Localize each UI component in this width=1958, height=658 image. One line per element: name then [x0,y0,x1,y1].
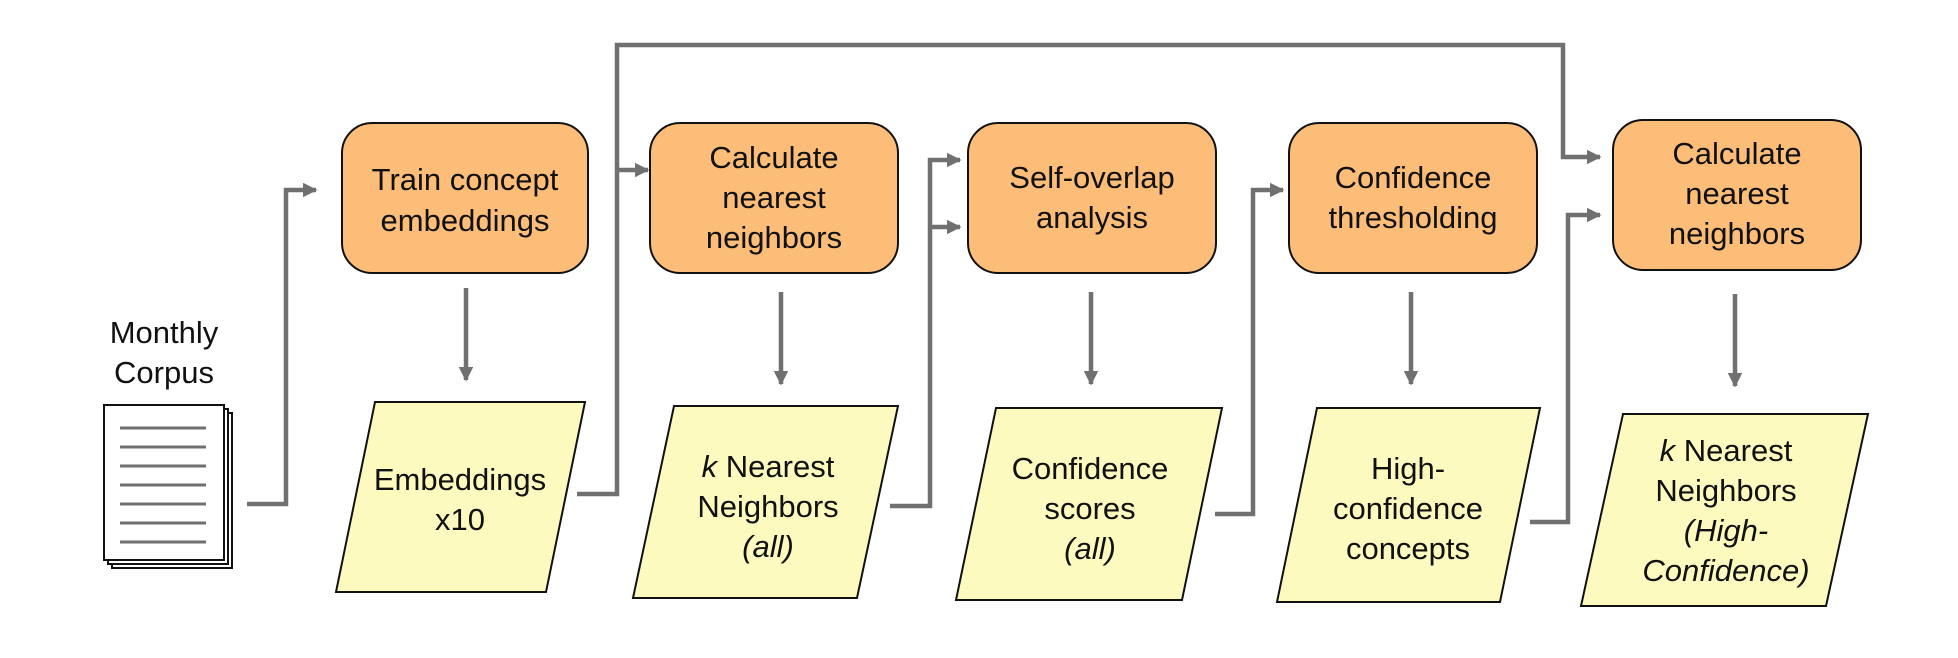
connector-neighbors-to-selfoverlap-a [890,152,962,509]
output-3-line-2: scores [1044,491,1135,526]
step-4-line-1: Confidence [1335,160,1492,195]
step-train-embeddings: Train concept embeddings [341,122,589,274]
step-3-line-2: analysis [1036,200,1148,235]
output-1-line-2: x10 [435,502,485,537]
output-embeddings: Embeddings x10 [334,401,587,593]
step-2-line-2: nearest [722,180,826,215]
output-4-line-1: High- [1371,451,1445,486]
output-confidence-scores: Confidence scores (all) [954,407,1224,601]
step-calculate-neighbors: Calculate nearest neighbors [649,122,899,274]
step-self-overlap-analysis: Self-overlap analysis [967,122,1217,274]
source-label-line1: Monthly [110,315,219,350]
output-5-line-4: Confidence) [1642,553,1809,588]
connector-embeddings-to-final-step [577,42,1602,497]
connectors [247,42,1743,525]
output-nearest-neighbors-high-confidence: k Nearest Neighbors (High- Confidence) [1579,413,1870,607]
step-5-line-1: Calculate [1672,136,1801,171]
step-2-line-3: neighbors [706,220,842,255]
output-high-confidence-concepts: High- confidence concepts [1275,407,1542,603]
output-5-line-3: (High- [1684,513,1768,548]
source-corpus: Monthly Corpus [103,315,233,569]
step-1-line-2: embeddings [381,203,550,238]
step-confidence-thresholding: Confidence thresholding [1288,122,1538,274]
output-5-line-2: Neighbors [1655,473,1796,508]
step-4-line-2: thresholding [1329,200,1498,235]
output-3-line-3: (all) [1064,531,1116,566]
output-1-line-1: Embeddings [374,462,546,497]
output-4-line-2: confidence [1333,491,1483,526]
step-1-line-1: Train concept [372,162,559,197]
output-2-line-1: k Nearest [702,449,835,484]
document-stack-icon [103,404,233,569]
source-label-line2: Corpus [114,355,214,390]
output-nearest-neighbors-all: k Nearest Neighbors (all) [631,405,900,599]
connector-scores-to-threshold [1215,182,1285,517]
step-calculate-neighbors-final: Calculate nearest neighbors [1612,119,1862,271]
step-2-line-1: Calculate [709,140,838,175]
output-5-line-1: k Nearest [1660,433,1793,468]
step-3-line-1: Self-overlap [1009,160,1174,195]
step-5-line-2: nearest [1685,176,1789,211]
output-2-line-2: Neighbors [697,489,838,524]
connector-concepts-to-final-step [1530,207,1602,525]
output-3-line-1: Confidence [1012,451,1169,486]
output-2-line-3: (all) [742,529,794,564]
connector-corpus-to-train [247,182,318,507]
output-4-line-3: concepts [1346,531,1470,566]
step-5-line-3: neighbors [1669,216,1805,251]
